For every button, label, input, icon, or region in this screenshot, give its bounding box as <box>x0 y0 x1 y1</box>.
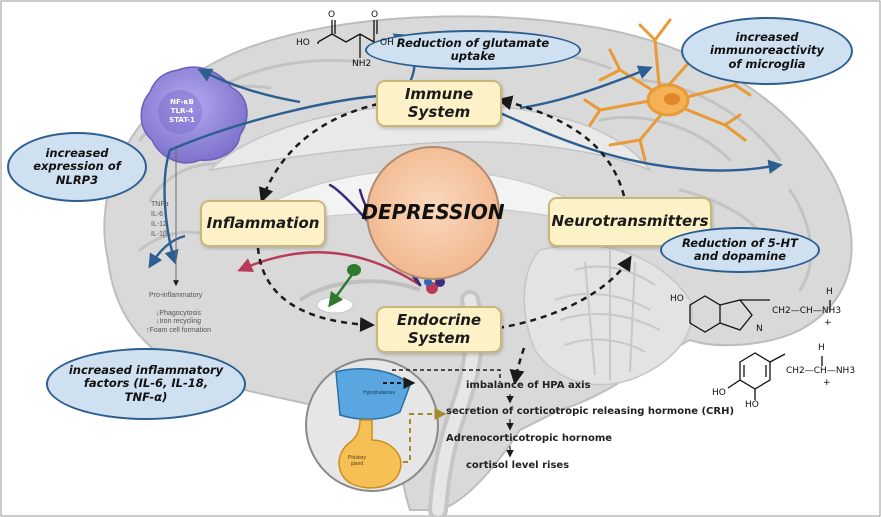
arrow-immune-to-frontal <box>497 110 783 174</box>
cytokine-item: IL-12 <box>151 221 167 229</box>
macrophage-cell <box>140 66 248 164</box>
pituitary-label: Pituitary gland <box>348 455 367 467</box>
macrophage-labels: NF-κB TLR-4 STAT-1 <box>165 98 199 124</box>
arrow-immune-to-microglia <box>519 65 653 110</box>
inflammatory-factors-text: increased inflammatory factors (IL-6, IL… <box>68 363 224 404</box>
macrophage-effects: ↓Phagocytosis ↓Iron recycling ↑Foam cell… <box>146 310 211 335</box>
endocrine-system-box: Endocrine System <box>376 306 502 353</box>
hpa-step-4: cortisol level rises <box>466 460 570 471</box>
dopamine-h: H <box>818 343 825 353</box>
effect-item: ↓Phagocytosis <box>155 310 202 317</box>
glutamate-nh2: NH2 <box>352 59 372 69</box>
endocrine-system-label: Endocrine System <box>396 311 482 347</box>
immune-system-box: Immune System <box>376 80 502 127</box>
hpa-step-1: imbalance of HPA axis <box>466 380 591 391</box>
cytokine-list: TNFα IL-6 IL-12 IL-1β <box>151 200 169 241</box>
locus-nucleus <box>424 278 432 286</box>
hpa-step-3: Adrenocorticotropic hornome <box>446 433 613 444</box>
dopamine-ho2: HO <box>745 400 759 410</box>
glutamate-o1: O <box>328 10 336 20</box>
glutamate-o2: O <box>371 10 379 20</box>
cytokine-item: TNFα <box>151 201 169 208</box>
neurotransmitters-label: Neurotransmitters <box>551 212 709 231</box>
nlrp3-bubble-text: increased expression of NLRP3 <box>33 146 121 187</box>
effect-item: ↑Foam cell formation <box>146 326 211 334</box>
macrophage-label: STAT-1 <box>169 115 195 124</box>
arrow-endocrine-to-hpa <box>509 347 526 385</box>
arrow-inflammation-to-endocrine <box>256 247 375 332</box>
serotonin-pathway <box>237 251 422 287</box>
serotonin-bubble-text: Reduction of 5-HT and dopamine <box>682 235 798 263</box>
glutamate-oh: OH <box>380 38 394 48</box>
serotonin-plus: + <box>824 318 832 328</box>
microglia-bubble-text: increased immunoreactivity of microglia <box>709 30 825 71</box>
serotonin-structure <box>689 295 831 333</box>
dopamine-plus: + <box>823 378 831 388</box>
serotonin-n: N <box>756 324 763 334</box>
serotonin-ho: HO <box>670 294 684 304</box>
inflammatory-factors-bubble: increased inflammatory factors (IL-6, IL… <box>46 348 246 420</box>
glutamate-bubble: Reduction of glutamate uptake <box>365 30 581 70</box>
cycle-arrows <box>256 95 632 385</box>
arrow-immune-to-inflammation <box>259 102 379 203</box>
macrophage-label: NF-κB <box>170 98 194 106</box>
green-pathway <box>328 270 356 308</box>
microglia-cell <box>583 18 752 162</box>
arrow-inflammation-down <box>148 234 186 269</box>
arrow-immune-to-macrophage <box>197 68 301 104</box>
dopamine-structure <box>727 352 823 400</box>
glutamate-bubble-text: Reduction of glutamate uptake <box>396 35 550 63</box>
inflammation-label: Inflammation <box>206 213 320 232</box>
green-nucleus <box>347 264 361 276</box>
glutamate-ho: HO <box>296 38 310 48</box>
serotonin-chain: CH2—CH—NH3 <box>772 306 842 316</box>
serotonin-bubble: Reduction of 5-HT and dopamine <box>660 227 820 273</box>
arrow-neurotransmitters-to-immune <box>497 95 626 197</box>
pro-inflammatory-label: Pro-inflammatory <box>149 292 203 299</box>
inflammation-box: Inflammation <box>200 200 326 247</box>
dopamine-ho1: HO <box>712 388 726 398</box>
dopamine-chain: CH2—CH—NH3 <box>786 366 856 376</box>
hypothalamus-label: Hypothalamus <box>363 390 395 396</box>
immune-system-label: Immune System <box>404 85 474 121</box>
depression-label: DEPRESSION <box>361 200 505 224</box>
serotonin-h: H <box>826 287 833 297</box>
depression-circle <box>366 146 500 280</box>
pituitary-to-crh-arrow <box>403 408 447 463</box>
hpa-inset <box>305 358 439 492</box>
arrow-immune-to-brain-left <box>163 94 379 265</box>
cytokine-item: IL-6 <box>151 211 164 219</box>
effect-item: ↓Iron recycling <box>155 318 202 326</box>
glutamate-structure <box>317 20 378 58</box>
microglia-bubble: increased immunoreactivity of microglia <box>681 17 853 85</box>
pituitary-shape <box>338 419 402 489</box>
nlrp3-bubble: increased expression of NLRP3 <box>7 132 147 202</box>
macrophage-label: TLR-4 <box>170 106 194 115</box>
cytokine-item: IL-1β <box>151 231 168 239</box>
hpa-step-2: secretion of corticotropic releasing hor… <box>446 406 735 417</box>
hpa-connectors <box>392 369 514 463</box>
